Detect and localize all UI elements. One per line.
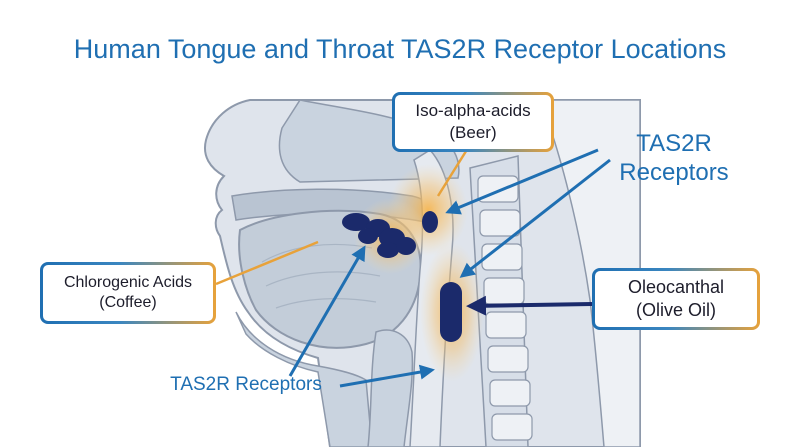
- callout-beer: Iso-alpha-acids (Beer): [392, 92, 554, 152]
- callout-coffee: Chlorogenic Acids (Coffee): [40, 262, 216, 324]
- receptor-soft-palate: [422, 211, 438, 233]
- callout-beer-line2: (Beer): [449, 123, 497, 142]
- receptor-label-lower: TAS2R Receptors: [146, 374, 346, 397]
- callout-coffee-line2: (Coffee): [99, 294, 157, 311]
- receptor-pharynx: [440, 282, 462, 342]
- arrow-to-larynx: [339, 364, 435, 388]
- arrow-to-soft-palate: [445, 148, 599, 215]
- connector-coffee: [215, 240, 319, 286]
- callout-olive: Oleocanthal (Olive Oil): [592, 268, 760, 330]
- receptor-label-upper-line2: Receptors: [619, 158, 729, 186]
- callout-beer-line1: Iso-alpha-acids: [415, 101, 531, 121]
- receptor-label-upper-line1: TAS2R: [636, 130, 712, 157]
- neck-back: [538, 99, 641, 447]
- receptors-tongue: [342, 213, 416, 258]
- arrow-to-olive-receptor: [466, 295, 593, 316]
- callout-coffee-line1: Chlorogenic Acids: [63, 273, 193, 291]
- receptor-label-upper: TAS2R Receptors: [604, 130, 744, 188]
- page-title: Human Tongue and Throat TAS2R Receptor L…: [73, 34, 727, 64]
- arrow-to-pharynx: [459, 158, 611, 278]
- larynx: [367, 329, 414, 447]
- receptor-label-lower-text: TAS2R Receptors: [170, 374, 322, 395]
- connector-beer: [436, 147, 470, 197]
- arrow-to-tongue: [288, 245, 366, 377]
- callout-olive-line2: (Olive Oil): [636, 300, 716, 320]
- lower-jaw: [235, 311, 373, 447]
- callout-olive-line1: Oleocanthal: [627, 276, 725, 297]
- vertebrae: [477, 175, 533, 441]
